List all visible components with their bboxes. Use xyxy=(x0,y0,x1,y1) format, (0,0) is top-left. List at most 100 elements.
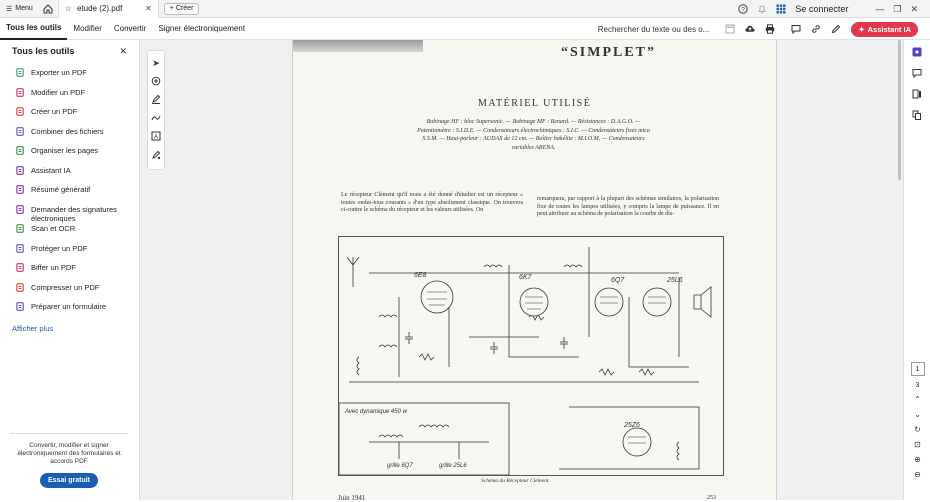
tool-item-label: Modifier un PDF xyxy=(31,87,86,97)
tool-item-label: Assistant IA xyxy=(31,165,71,175)
tool-item[interactable]: Protéger un PDF xyxy=(0,244,139,264)
tool-item[interactable]: Combiner des fichiers xyxy=(0,127,139,147)
tube-label: 25Z6 xyxy=(623,422,640,429)
star-icon[interactable]: ☆ xyxy=(64,4,72,13)
plus-icon: + xyxy=(169,5,174,12)
tool-item[interactable]: Demander des signatures électroniques xyxy=(0,205,139,225)
apps-grid-icon[interactable] xyxy=(776,4,786,14)
comments-panel-icon[interactable] xyxy=(912,68,922,80)
ai-chat-icon[interactable] xyxy=(912,47,922,59)
document-canvas[interactable]: ➤ A “SIMPLET” MATÉRIEL UTILISÉ Bobinage … xyxy=(140,40,903,502)
tool-item-label: Exporter un PDF xyxy=(31,68,87,77)
save-icon[interactable] xyxy=(725,24,735,34)
tool-item-label: Protéger un PDF xyxy=(31,243,88,253)
show-more-link[interactable]: Afficher plus xyxy=(12,323,54,333)
tool-item-label: Résumé génératif xyxy=(31,185,91,194)
tool-item[interactable]: Créer un PDF xyxy=(0,107,139,127)
tool-item[interactable]: Résumé génératif xyxy=(0,185,139,205)
tab-all-tools[interactable]: Tous les outils xyxy=(0,18,68,40)
highlight-pen-icon[interactable] xyxy=(151,94,161,106)
compress-pdf-icon xyxy=(16,282,24,292)
body-text-right: remarquera, par rapport à la plupart des… xyxy=(537,196,719,217)
text-box-icon[interactable]: A xyxy=(151,131,161,143)
free-trial-button[interactable]: Essai gratuit xyxy=(40,473,98,488)
panel-title: Tous les outils xyxy=(12,46,75,56)
tool-item-label: Compresser un PDF xyxy=(31,282,100,292)
tube-label: 6K7 xyxy=(519,274,533,281)
tool-list: Exporter un PDF Modifier un PDF Créer un P… xyxy=(0,68,139,322)
schematic-caption: Schéma du Récepteur Clément. xyxy=(481,478,550,484)
close-tab-icon[interactable]: ✕ xyxy=(145,4,152,13)
tool-item[interactable]: Organiser les pages xyxy=(0,146,139,166)
promo-box: Convertir, modifier et signer électroniq… xyxy=(10,433,128,488)
tool-item[interactable]: Biffer un PDF xyxy=(0,263,139,283)
fill-sign-icon[interactable] xyxy=(151,150,161,162)
pdf-page: “SIMPLET” MATÉRIEL UTILISÉ Bobinage HF :… xyxy=(292,40,777,502)
document-tab[interactable]: ☆ etude (2).pdf ✕ xyxy=(58,0,159,18)
ai-sparkle-icon: ✦ xyxy=(858,24,865,34)
link-icon[interactable] xyxy=(811,24,821,34)
upload-cloud-icon[interactable] xyxy=(745,24,755,34)
tool-item-label: Créer un PDF xyxy=(31,107,78,116)
maximize-icon[interactable]: ❐ xyxy=(893,3,902,14)
pages-thumbnails-icon[interactable] xyxy=(912,110,922,122)
draw-freehand-icon[interactable] xyxy=(151,113,161,125)
tool-item[interactable]: Modifier un PDF xyxy=(0,88,139,108)
ai-assistant-icon xyxy=(16,165,24,175)
right-rail: 1 3 ⌃ ⌄ ↻ ⊡ ⊕ ⊖ xyxy=(903,40,930,500)
parts-list: Bobinage HF : bloc Supersonic. — Bobinag… xyxy=(417,119,650,151)
svg-text:?: ? xyxy=(742,6,746,13)
document-header: “SIMPLET” xyxy=(561,45,657,60)
prepare-form-icon xyxy=(16,302,24,311)
tool-item[interactable]: Scan et OCR xyxy=(0,224,139,244)
close-panel-icon[interactable]: ✕ xyxy=(119,45,127,56)
inset-label: grille 25L6 xyxy=(439,463,467,469)
page-down-icon[interactable]: ⌄ xyxy=(914,410,921,419)
main-toolbar: Tous les outils Modifier Convertir Signe… xyxy=(0,18,930,40)
tool-item[interactable]: Préparer un formulaire xyxy=(0,302,139,322)
scrollbar-thumb[interactable] xyxy=(898,40,901,180)
help-icon[interactable]: ? xyxy=(738,4,749,14)
tab-title: etude (2).pdf xyxy=(76,4,123,13)
sign-in-link[interactable]: Se connecter xyxy=(795,4,849,14)
notification-bell-icon[interactable] xyxy=(757,4,767,14)
tool-item[interactable]: Exporter un PDF xyxy=(0,68,139,88)
signature-pen-icon[interactable] xyxy=(831,24,841,34)
organize-pages-icon xyxy=(16,146,24,155)
body-text-left: Le récepteur Clément qu'il nous a été do… xyxy=(341,192,523,213)
redact-pdf-icon xyxy=(16,263,24,272)
vertical-scrollbar[interactable] xyxy=(895,40,903,500)
fit-page-icon[interactable]: ⊡ xyxy=(914,440,921,449)
minimize-icon[interactable]: — xyxy=(875,4,885,14)
tool-item-label: Biffer un PDF xyxy=(31,263,76,272)
home-button[interactable] xyxy=(39,0,59,18)
tab-convert[interactable]: Convertir xyxy=(113,24,147,33)
tube-label: 6Q7 xyxy=(611,277,625,284)
inset-title: Avec dynamique 450 w xyxy=(344,409,408,415)
panel-header: Tous les outils ✕ xyxy=(0,40,139,62)
promo-text: Convertir, modifier et signer électroniq… xyxy=(17,442,121,465)
rotate-icon[interactable]: ↻ xyxy=(914,425,921,434)
zoom-in-icon[interactable]: ⊕ xyxy=(914,455,921,464)
ai-assistant-button[interactable]: ✦ Assistant IA xyxy=(851,21,918,37)
create-button[interactable]: + Créer xyxy=(163,2,200,15)
close-window-icon[interactable]: ✕ xyxy=(910,3,918,14)
comment-icon[interactable] xyxy=(791,24,801,34)
bookmarks-icon[interactable] xyxy=(912,89,922,101)
page-up-icon[interactable]: ⌃ xyxy=(914,395,921,404)
page-navigation: 1 3 ⌃ ⌄ ↻ ⊡ ⊕ ⊖ xyxy=(904,362,930,479)
tool-item[interactable]: Compresser un PDF xyxy=(0,283,139,303)
tool-item[interactable]: Assistant IA xyxy=(0,166,139,186)
add-comment-icon[interactable] xyxy=(151,76,161,88)
tab-edit[interactable]: Modifier xyxy=(73,24,102,33)
menu-button[interactable]: ☰ Menu xyxy=(0,0,39,18)
select-cursor-icon[interactable]: ➤ xyxy=(152,58,160,69)
print-icon[interactable] xyxy=(765,24,775,34)
request-signatures-icon xyxy=(16,204,24,214)
total-pages: 3 xyxy=(915,382,920,389)
zoom-out-icon[interactable]: ⊖ xyxy=(914,470,921,479)
create-pdf-icon xyxy=(16,107,24,116)
current-page-input[interactable]: 1 xyxy=(910,362,925,376)
search-field[interactable]: Rechercher du texte ou des o... xyxy=(597,24,710,34)
tab-sign[interactable]: Signer électroniquement xyxy=(158,24,246,33)
